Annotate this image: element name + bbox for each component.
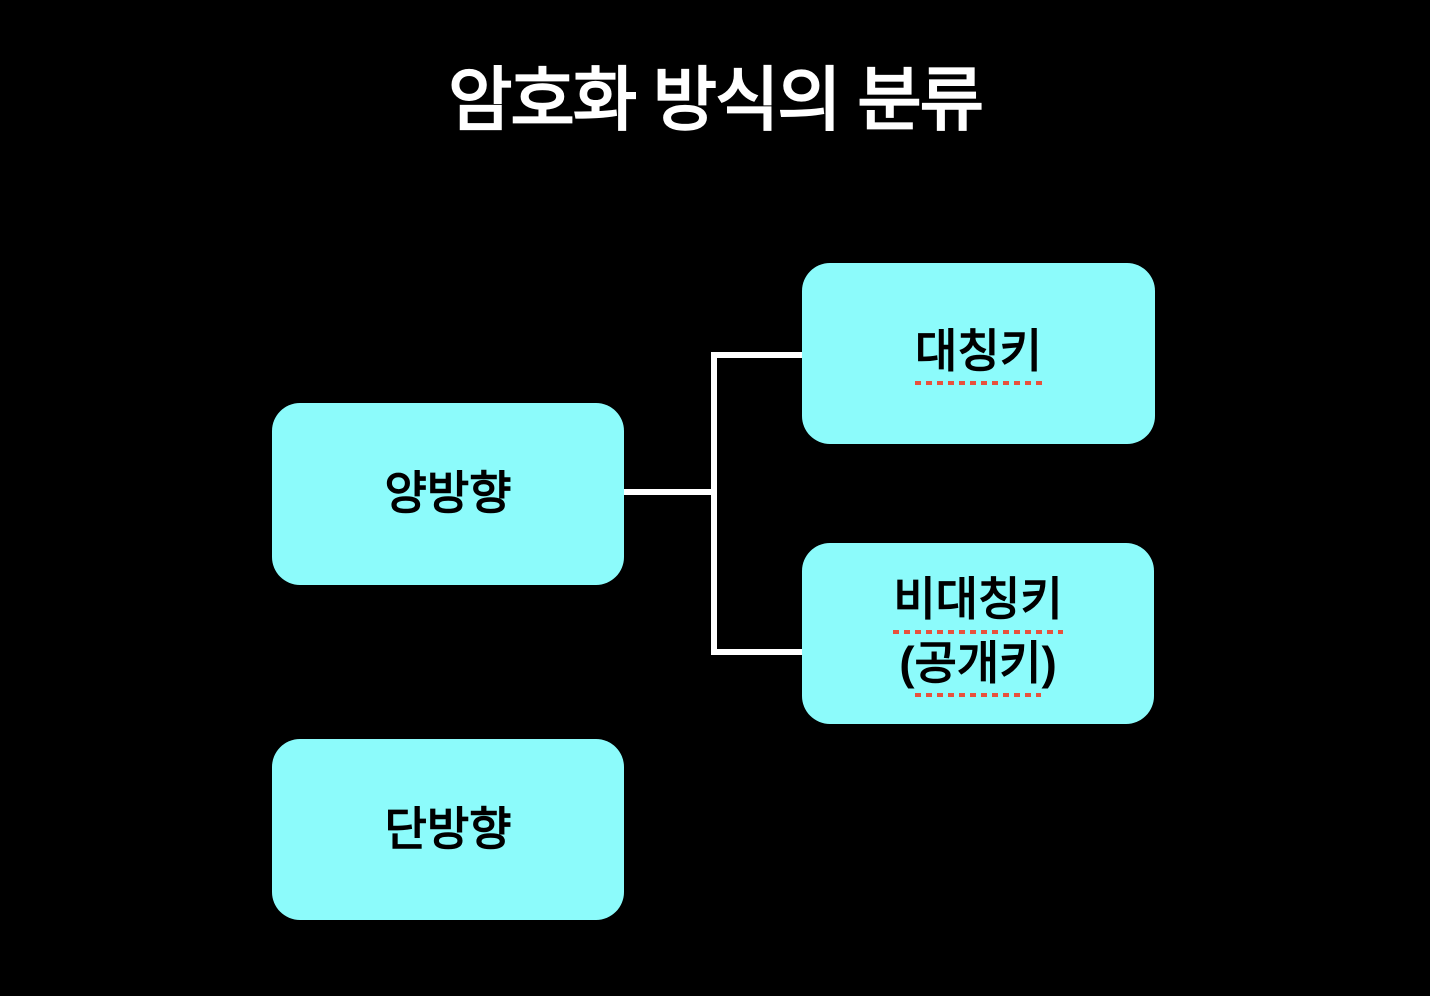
node-symmetric-key[interactable]: 대칭키 — [802, 263, 1155, 444]
node-asymmetric-key-line1-text: 비대칭키 — [893, 569, 1063, 634]
connector-to-symmetric-key — [711, 352, 802, 358]
connector-two-way-stem — [624, 489, 714, 495]
node-asymmetric-key-line2-text: 공개키 — [914, 633, 1042, 698]
connector-to-asymmetric-key — [711, 649, 802, 655]
node-asymmetric-key-label-line2: (공개키) — [899, 633, 1057, 698]
connector-branch-vertical — [711, 352, 717, 655]
node-asymmetric-key-line2-open-paren: ( — [899, 636, 915, 689]
node-two-way-label: 양방향 — [384, 467, 512, 520]
node-one-way-label: 단방향 — [384, 802, 512, 855]
node-symmetric-key-label: 대칭키 — [915, 321, 1042, 386]
node-asymmetric-key-label-line1: 비대칭키 — [893, 569, 1063, 634]
node-asymmetric-key[interactable]: 비대칭키 (공개키) — [802, 543, 1154, 724]
node-asymmetric-key-line2-close-paren: ) — [1041, 636, 1057, 689]
node-two-way[interactable]: 양방향 — [272, 403, 624, 585]
slide-title: 암호화 방식의 분류 — [447, 61, 984, 139]
node-one-way[interactable]: 단방향 — [272, 739, 624, 920]
